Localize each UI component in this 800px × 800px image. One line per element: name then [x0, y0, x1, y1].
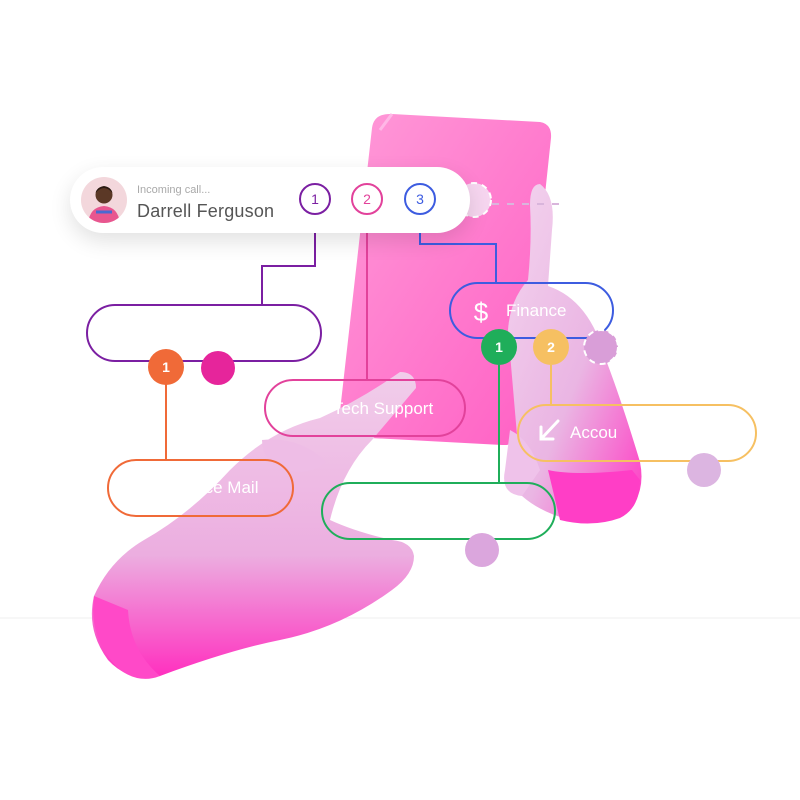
left-sub-option-1[interactable]: 1	[148, 349, 184, 385]
lilac-dot-finance	[583, 329, 619, 365]
tech-support-pill-outline	[264, 379, 466, 437]
finance-sub-option-2[interactable]: 2	[533, 329, 569, 365]
finance-label: Finance	[506, 301, 567, 320]
call-status-label: Incoming call...	[137, 184, 211, 196]
connector-1-to-left-pill	[261, 218, 316, 305]
caller-name: Darrell Ferguson	[137, 201, 275, 221]
accounting-pill-outline	[517, 404, 757, 462]
arrow-down-left-icon	[539, 419, 560, 441]
dollar-icon: $	[474, 297, 489, 327]
voice-mail-label: Voice Mail	[181, 478, 259, 497]
avatar	[81, 177, 127, 223]
magenta-dot	[201, 351, 235, 385]
svg-text:$: $	[474, 297, 489, 327]
incoming-call-card[interactable]: Incoming call... Darrell Ferguson	[70, 167, 470, 233]
menu-option-3[interactable]: 3	[404, 183, 436, 215]
tech-support-label: Tech Support	[333, 399, 434, 418]
lilac-dot-green	[465, 533, 499, 567]
menu-option-1[interactable]: 1	[299, 183, 331, 215]
finance-sub-option-1[interactable]: 1	[481, 329, 517, 365]
left-pill-outline	[86, 304, 322, 362]
menu-option-2[interactable]: 2	[351, 183, 383, 215]
accounting-label: Accou	[570, 423, 618, 442]
left-hand-illustration	[91, 372, 416, 679]
green-pill-outline	[321, 482, 556, 540]
finance-pill-outline	[449, 282, 614, 339]
lilac-dot-accounting	[687, 453, 721, 487]
voice-mail-pill-outline	[107, 459, 294, 517]
